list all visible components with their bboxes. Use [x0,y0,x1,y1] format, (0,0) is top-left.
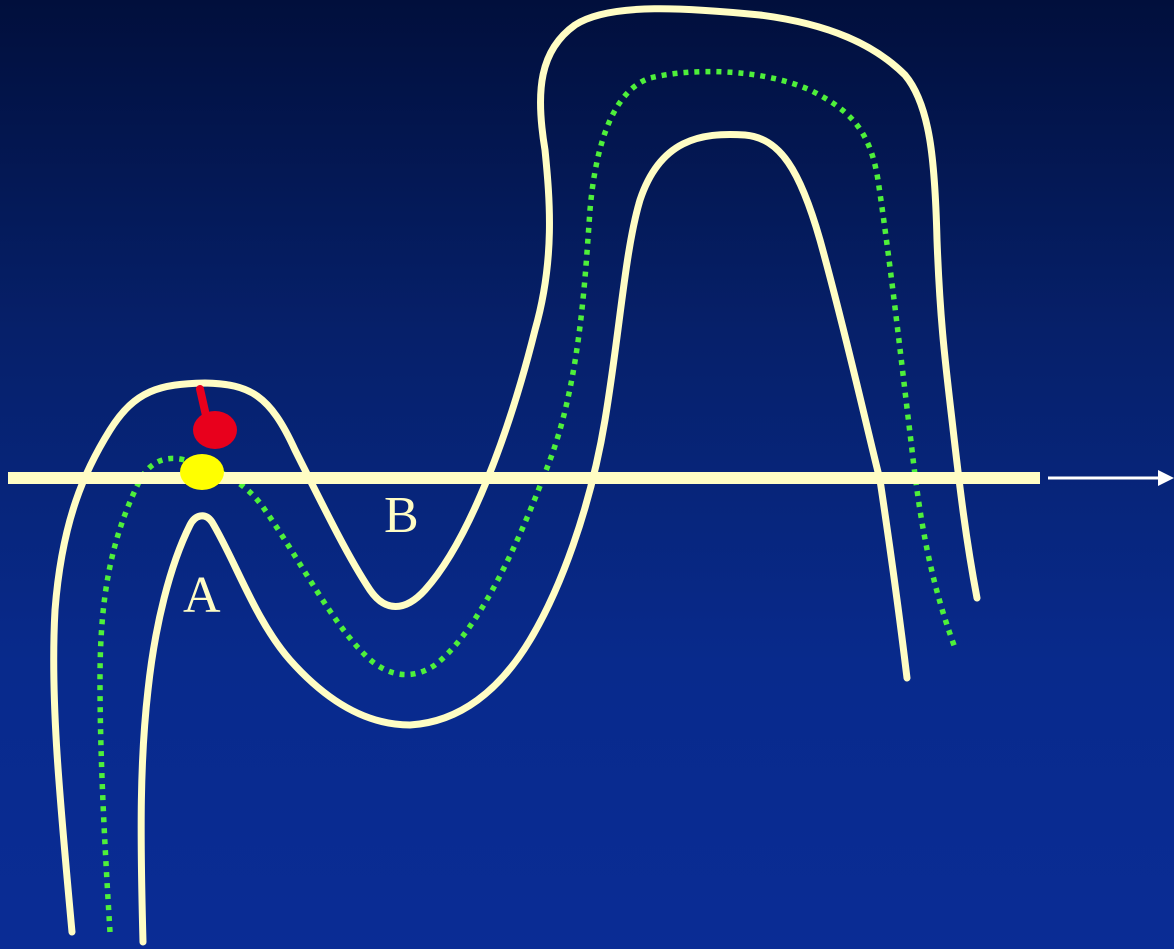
label-b: B [384,487,419,544]
outer-strand [50,5,981,936]
arrow-head-icon [1158,470,1174,486]
inner-strand [137,131,911,946]
yellow-marker [180,454,224,490]
label-a: A [183,567,221,624]
red-marker [193,411,237,449]
dotted-path [97,68,958,933]
